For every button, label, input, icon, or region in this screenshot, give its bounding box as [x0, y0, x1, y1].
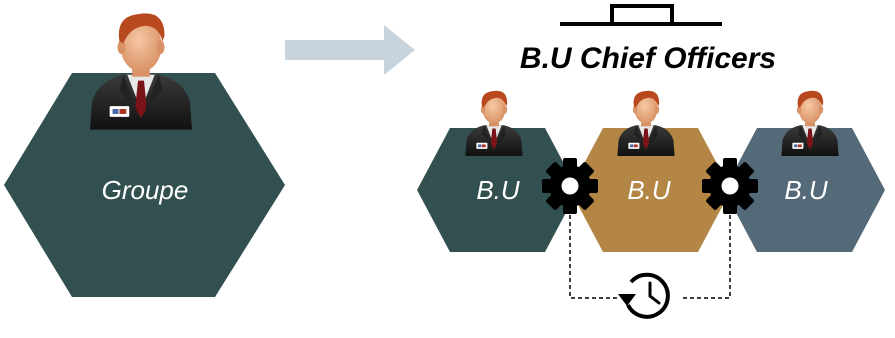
bu-hexagon-3 — [724, 128, 885, 252]
title-bracket — [560, 4, 722, 26]
groupe-label: Groupe — [102, 175, 189, 205]
arrow-right-icon — [285, 25, 415, 75]
bu-businessman-icon-3 — [781, 90, 839, 156]
clock-icon — [618, 272, 670, 319]
bu-label-2: B.U — [627, 175, 671, 205]
dashed-connector — [569, 208, 731, 299]
bu-businessman-icon-2 — [617, 90, 675, 156]
bu-hexagon-2 — [570, 128, 731, 252]
chief-officers-title: B.U Chief Officers — [520, 42, 776, 75]
bu-label-1: B.U — [476, 175, 520, 205]
groupe-hexagon — [4, 73, 285, 297]
bu-hexagon-1 — [417, 128, 578, 252]
groupe-businessman-icon — [90, 13, 192, 130]
gear-icon-right — [702, 158, 758, 214]
bu-label-3: B.U — [784, 175, 828, 205]
gear-icon-left — [542, 158, 598, 214]
bu-businessman-icon-1 — [465, 90, 523, 156]
